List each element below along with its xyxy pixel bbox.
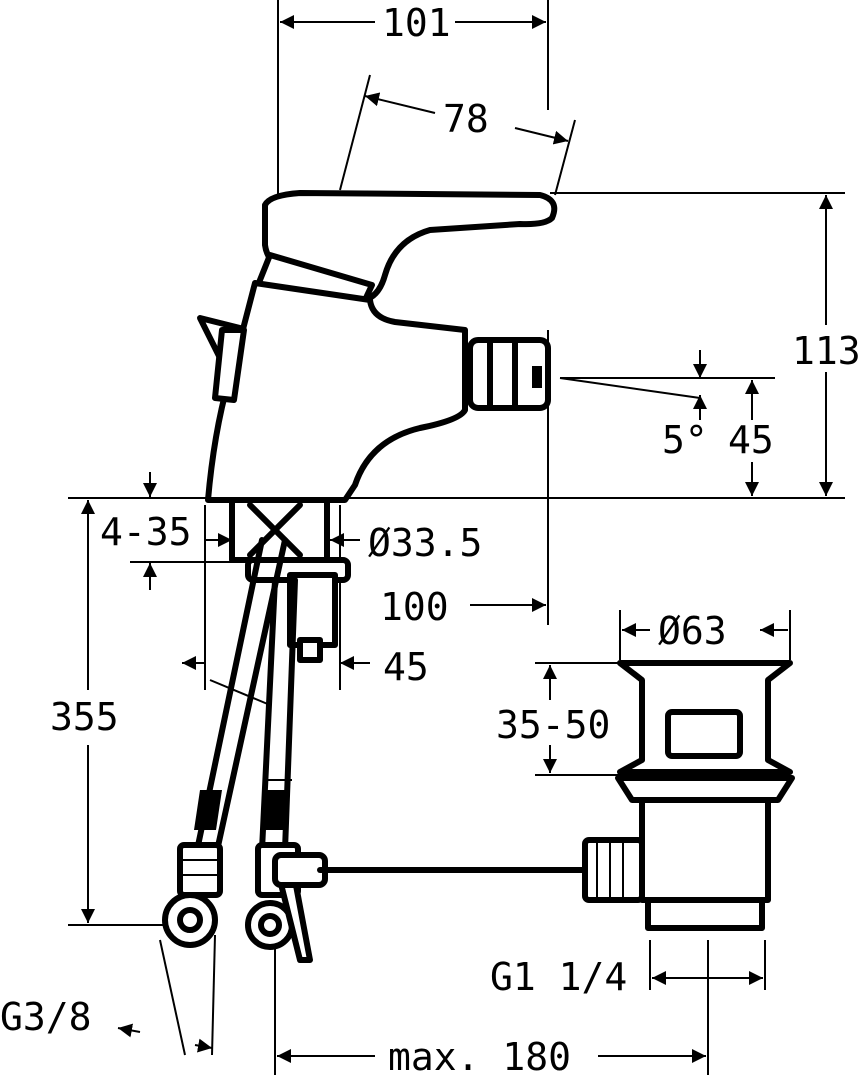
dim-projection: 100 [380, 585, 449, 629]
dim-lever-length: 78 [443, 97, 489, 141]
dim-height-total: 113 [792, 329, 858, 373]
dim-width-top: 101 [382, 1, 451, 45]
waste-valve [582, 660, 795, 931]
dim-bore-diameter: Ø33.5 [368, 521, 482, 565]
dim-hose-length: 355 [50, 695, 119, 739]
extension-lines [68, 0, 845, 1075]
tap-body [197, 190, 558, 503]
hoses [192, 537, 298, 863]
dim-body-offset: 45 [383, 645, 429, 689]
dim-waste-thread: G1 1/4 [490, 955, 627, 999]
dim-waste-diameter: Ø63 [658, 609, 727, 653]
mounting-assembly [229, 497, 351, 663]
pop-up-rod [272, 852, 593, 888]
hose-fittings [162, 842, 313, 963]
dim-thickness-range: 4-35 [100, 510, 192, 554]
dim-spout-angle: 5° [662, 418, 708, 462]
dimension-arrows [81, 15, 833, 1063]
dim-waste-range: 35-50 [496, 703, 610, 747]
dim-rod-length: max. 180 [388, 1035, 571, 1079]
dim-hose-thread: G3/8 [0, 995, 92, 1039]
dim-spout-height: 45 [728, 418, 774, 462]
